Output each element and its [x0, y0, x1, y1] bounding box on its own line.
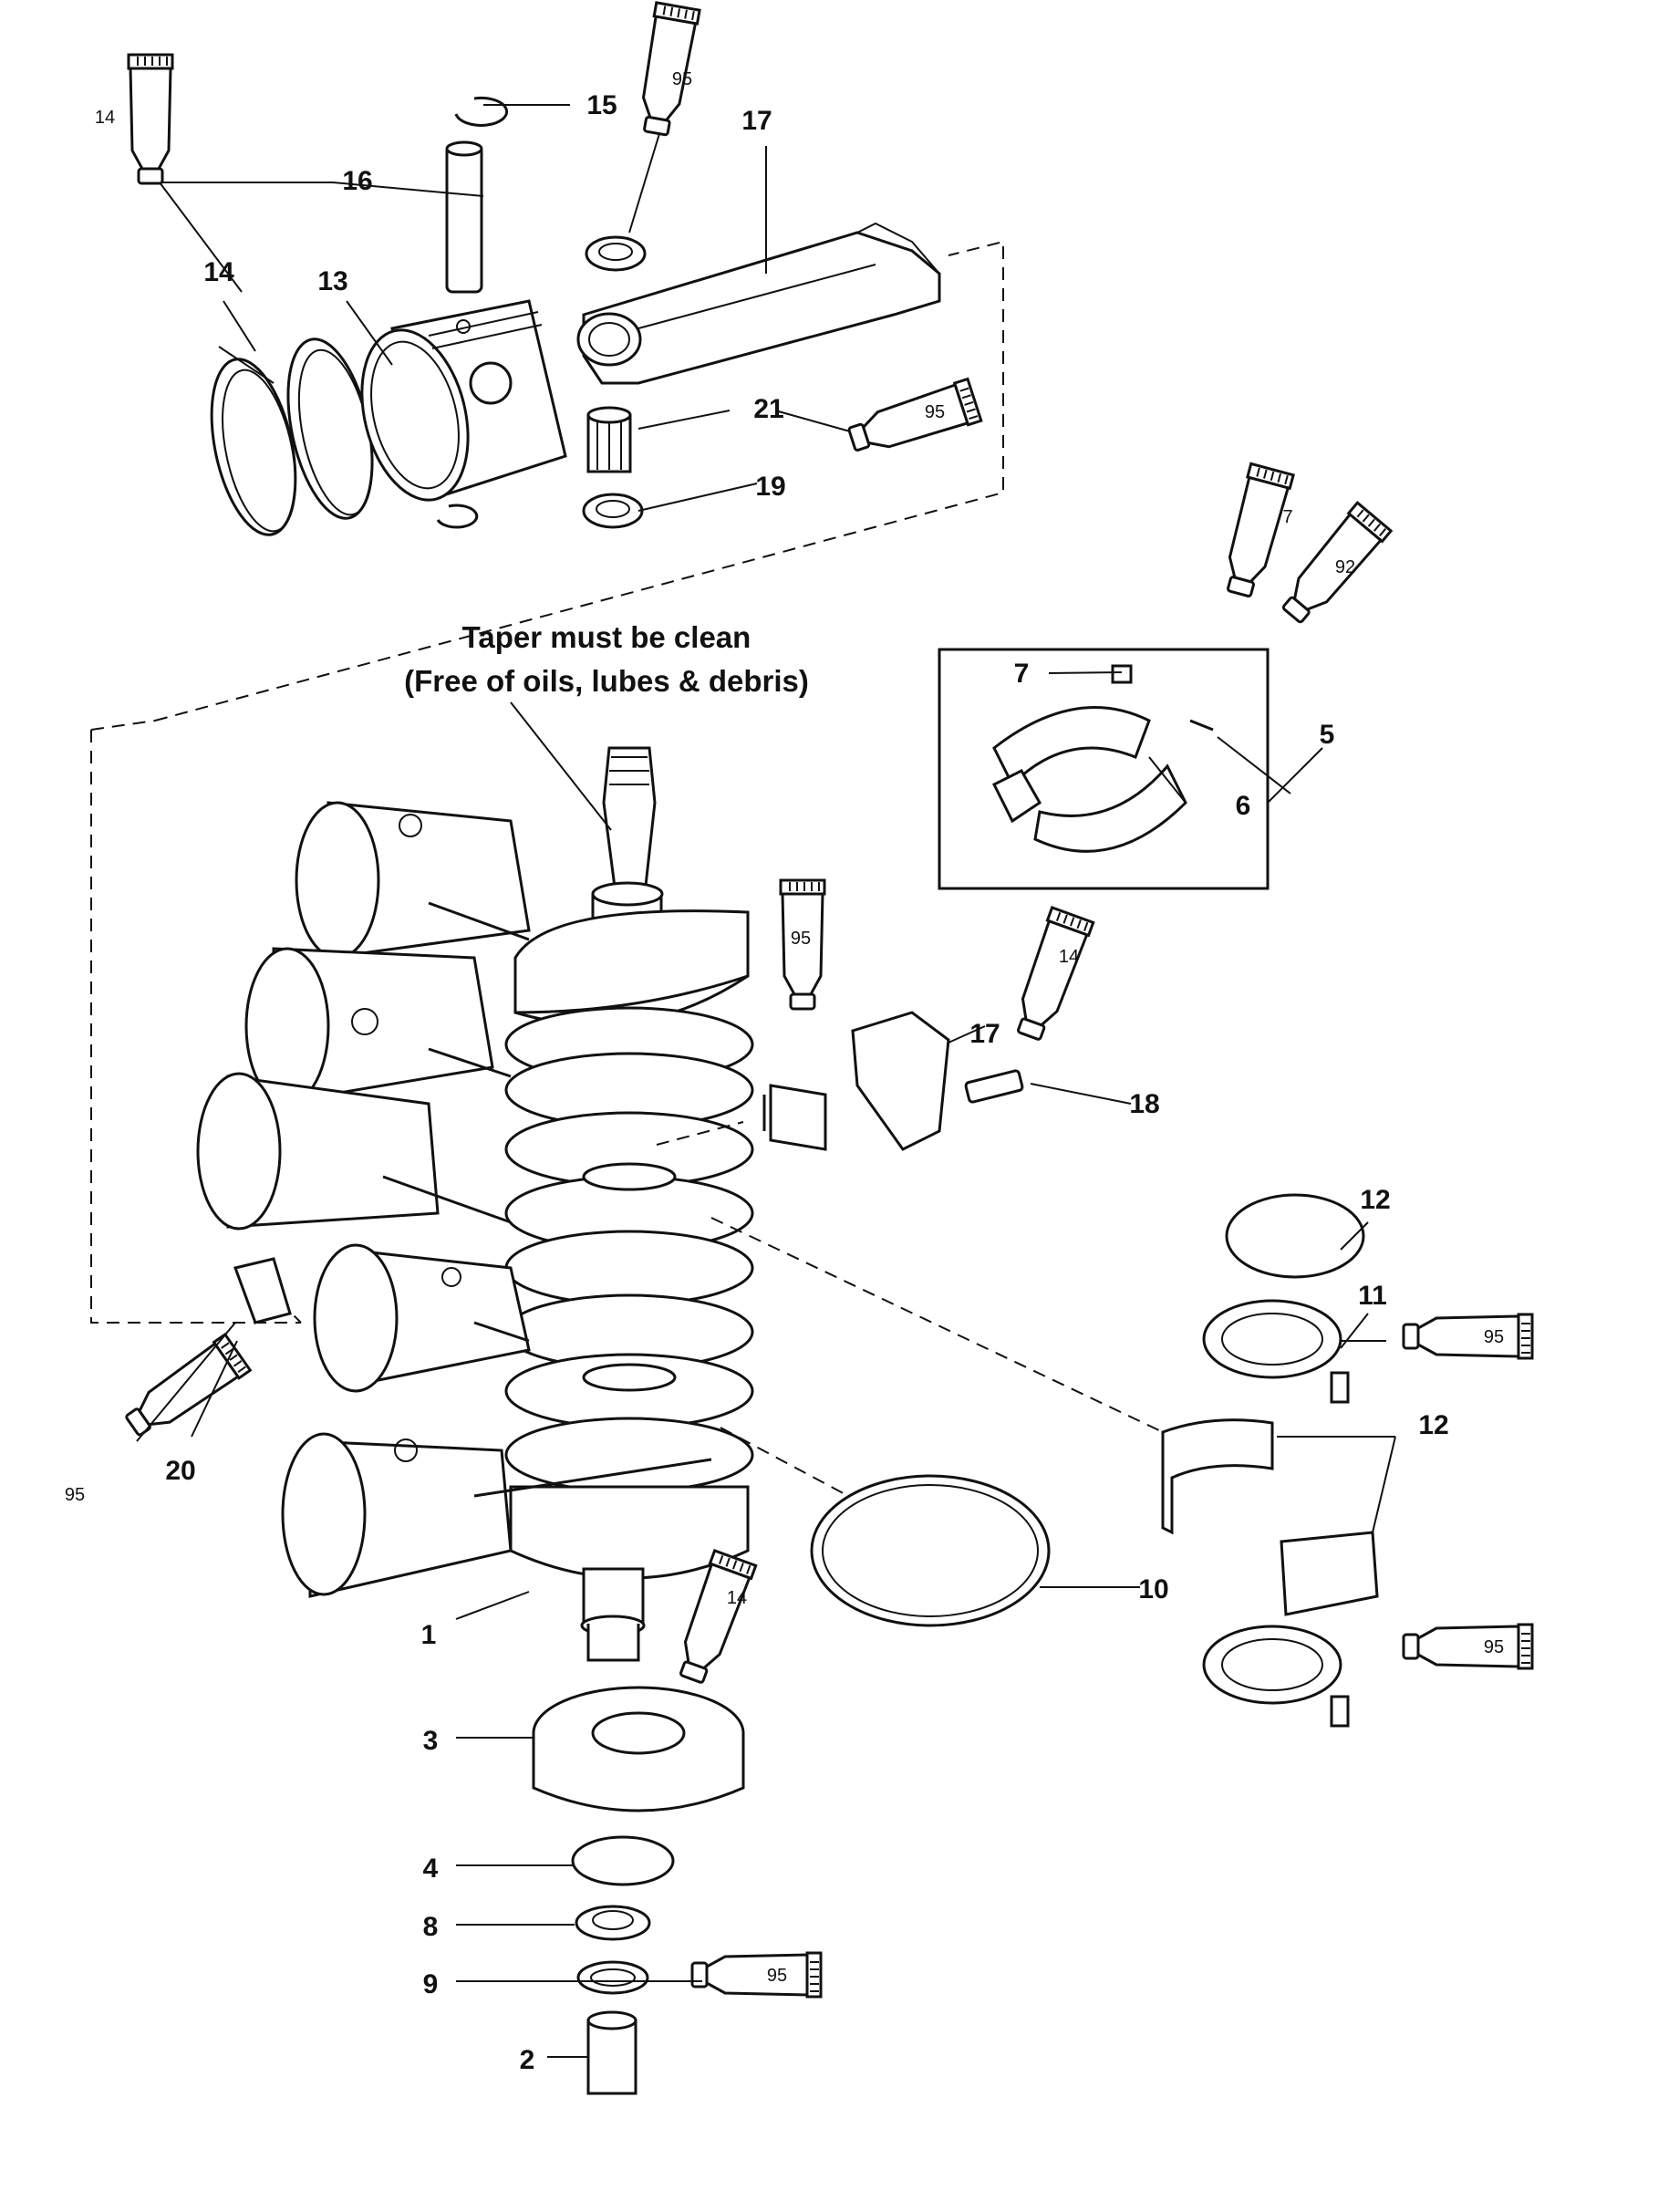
snap-ring-4: [571, 1835, 675, 1886]
lubricant-tube-icon: [690, 1951, 823, 1999]
retaining-ring-12a: [1225, 1193, 1365, 1279]
callout-4: 4: [423, 1854, 439, 1884]
piston-ring-14a: [210, 358, 297, 536]
callout-20: 20: [165, 1456, 195, 1486]
lubricant-tube-icon: [1402, 1623, 1534, 1670]
tube-label-95f: 95: [1484, 1637, 1504, 1657]
rod-bolt-18: [964, 1069, 1024, 1104]
callout-13: 13: [317, 266, 347, 296]
callout-12a: 12: [1360, 1185, 1390, 1215]
callout-16: 16: [342, 166, 372, 196]
crankshaft-1: [504, 746, 754, 1662]
wrist-pin-16: [445, 140, 483, 294]
roller-bearing-lower: [1202, 1625, 1350, 1728]
washer-19: [582, 493, 644, 529]
engine-pistons: [196, 801, 712, 1598]
lubricant-tube-icon: [1006, 906, 1095, 1045]
callout-17b: 17: [969, 1019, 1000, 1049]
tube-label-95e: 95: [1484, 1327, 1504, 1347]
rod-bearing-half: [769, 1084, 827, 1151]
dashed-guide: [90, 730, 301, 1324]
tube-label-14a: 14: [95, 108, 115, 128]
ball-bearing-3: [532, 1686, 745, 1812]
callout-2: 2: [520, 2045, 535, 2075]
callout-9: 9: [423, 1969, 439, 1999]
lubricant-tube-icon: [118, 1333, 252, 1446]
lubricant-tube-icon: [127, 53, 174, 185]
needle-bearing-21: [586, 406, 632, 473]
seal-ring-kit-5: [938, 648, 1270, 890]
callout-8: 8: [423, 1912, 439, 1942]
tube-label-95c: 95: [791, 929, 811, 949]
callout-leaders: [136, 671, 1396, 2058]
tube-label-95g: 95: [767, 1966, 787, 1986]
callout-7: 7: [1014, 659, 1030, 689]
tube-label-95b: 95: [925, 402, 945, 422]
snap-ring-15: [454, 96, 509, 127]
callout-17a: 17: [741, 106, 772, 136]
lubricant-tube-icon: [1402, 1313, 1534, 1360]
tube-label-95a: 95: [672, 69, 692, 89]
rod-cap-17: [762, 1011, 950, 1151]
o-ring-9: [576, 1960, 649, 1995]
seal-block-7: [1111, 664, 1133, 684]
bearing-race-12b: [1161, 1418, 1379, 1616]
seal-8: [575, 1905, 651, 1941]
taper-note-line1: Taper must be clean: [462, 620, 751, 654]
callout-21: 21: [753, 394, 783, 424]
seal-ring-10: [810, 1474, 1051, 1627]
tube-label-95d: 95: [65, 1485, 85, 1505]
lubricant-tube-icon: [1216, 462, 1295, 601]
needle-bearing-20: [233, 1257, 292, 1324]
callout-3: 3: [423, 1726, 439, 1756]
callout-12b: 12: [1418, 1410, 1448, 1440]
callout-6: 6: [1236, 791, 1251, 821]
callout-1: 1: [421, 1620, 437, 1650]
tube-label-7: 7: [1282, 507, 1292, 527]
callout-15: 15: [586, 90, 617, 120]
tube-label-14b: 14: [1059, 947, 1079, 967]
piston-rod-assembly: [90, 96, 1004, 1324]
roller-bearing-11: [1202, 1299, 1350, 1404]
callout-19: 19: [755, 472, 785, 502]
piston-13: [360, 299, 567, 502]
callout-11: 11: [1358, 1281, 1387, 1311]
thrust-washer: [585, 235, 647, 272]
callout-14: 14: [203, 257, 234, 287]
note-leader: [510, 701, 612, 831]
callout-18: 18: [1129, 1089, 1159, 1119]
connecting-rod-17: [576, 222, 941, 385]
taper-note-line2: (Free of oils, lubes & debris): [404, 664, 809, 698]
callout-5: 5: [1320, 720, 1335, 750]
tube-label-14c: 14: [727, 1588, 747, 1608]
tube-label-92: 92: [1335, 557, 1355, 577]
sleeve-2: [586, 2010, 637, 2095]
callout-10: 10: [1138, 1574, 1168, 1604]
lubricant-tube-icon: [844, 377, 983, 462]
